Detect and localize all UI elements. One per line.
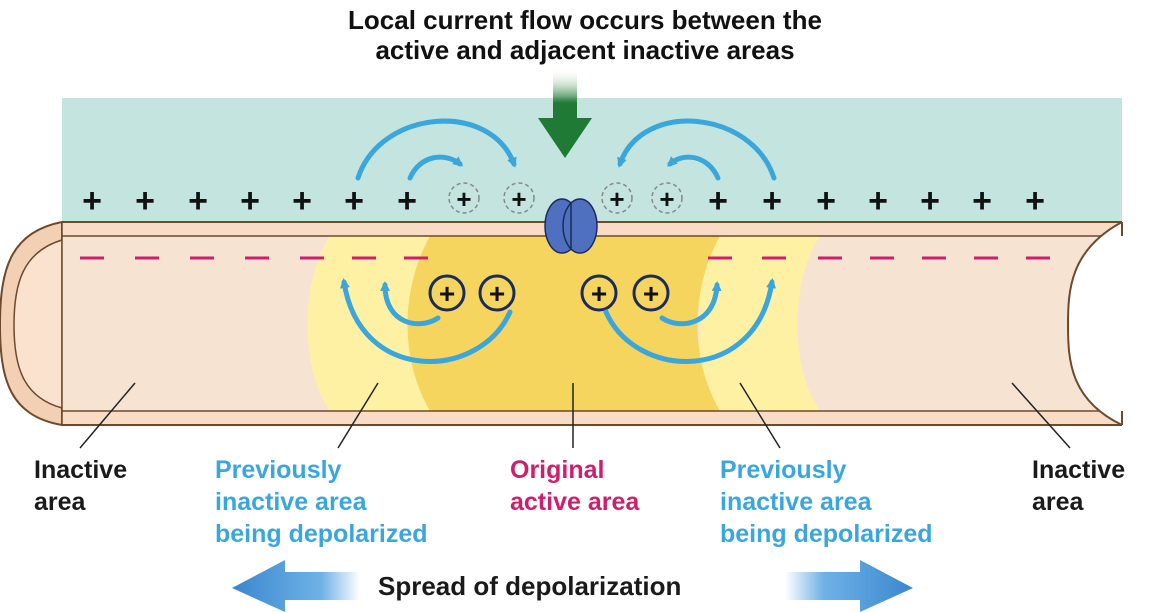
spread-right-arrow-icon <box>785 560 913 612</box>
label-line: Original <box>510 454 639 486</box>
plus-sign: + <box>609 184 624 214</box>
extracellular-fluid <box>62 98 1122 223</box>
axon-right-bg <box>1122 222 1170 425</box>
label-line: Previously <box>215 454 428 486</box>
ion-channel-icon <box>545 199 597 253</box>
label-line: active area <box>510 486 639 518</box>
label-previously-left: Previously inactive area being depolariz… <box>215 454 428 550</box>
spread-label: Spread of depolarization <box>378 570 681 602</box>
diagram-title-line2: active and adjacent inactive areas <box>0 34 1170 66</box>
plus-sign: + <box>489 278 505 309</box>
plus-sign: + <box>643 278 659 309</box>
plus-sign: + <box>344 182 364 220</box>
label-inactive-right: Inactive area <box>1032 454 1125 518</box>
label-line: area <box>34 486 127 518</box>
label-line: Previously <box>720 454 933 486</box>
plus-sign: + <box>591 278 607 309</box>
label-line: Inactive <box>34 454 127 486</box>
plus-sign: + <box>456 184 471 214</box>
plus-sign: + <box>292 182 312 220</box>
label-line: Inactive <box>1032 454 1125 486</box>
plus-sign: + <box>708 182 728 220</box>
plus-sign: + <box>240 182 260 220</box>
plus-sign: + <box>135 182 155 220</box>
label-line: being depolarized <box>215 518 428 550</box>
plus-sign: + <box>816 182 836 220</box>
plus-sign: + <box>1025 182 1045 220</box>
plus-sign: + <box>82 182 102 220</box>
plus-sign: + <box>868 182 888 220</box>
plus-sign: + <box>397 182 417 220</box>
label-original-active: Original active area <box>510 454 639 518</box>
plus-sign: + <box>972 182 992 220</box>
label-line: inactive area <box>215 486 428 518</box>
diagram-title-line1: Local current flow occurs between the <box>0 4 1170 36</box>
plus-sign: + <box>762 182 782 220</box>
label-inactive-left: Inactive area <box>34 454 127 518</box>
plus-sign: + <box>659 184 674 214</box>
label-line: being depolarized <box>720 518 933 550</box>
plus-sign: + <box>188 182 208 220</box>
label-line: inactive area <box>720 486 933 518</box>
plus-sign: + <box>439 278 455 309</box>
plus-sign: + <box>920 182 940 220</box>
label-line: area <box>1032 486 1125 518</box>
spread-left-arrow-icon <box>232 560 360 612</box>
label-previously-right: Previously inactive area being depolariz… <box>720 454 933 550</box>
plus-sign: + <box>511 184 526 214</box>
